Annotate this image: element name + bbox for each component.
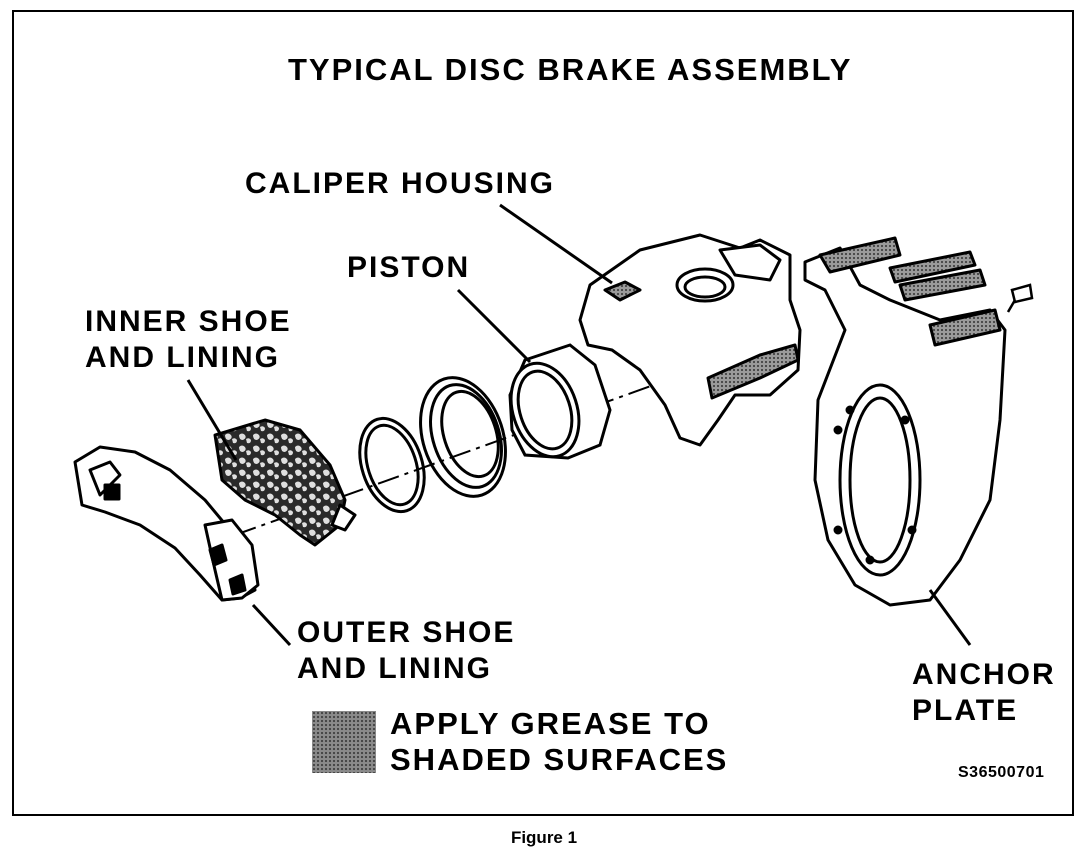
inner-shoe bbox=[213, 418, 357, 547]
leader-anchor bbox=[928, 589, 972, 646]
outer-shoe bbox=[73, 445, 260, 602]
label-anchor-plate-line2: PLATE bbox=[912, 694, 1019, 727]
label-outer-shoe-line1: OUTER SHOE bbox=[297, 616, 516, 649]
figure-frame bbox=[12, 10, 1074, 816]
piston-seal bbox=[358, 416, 426, 514]
leader-inner-shoe bbox=[186, 379, 238, 461]
label-inner-shoe: INNER SHOE AND LINING bbox=[85, 304, 292, 376]
bolt bbox=[1006, 283, 1034, 313]
grease-legend-swatch bbox=[312, 711, 376, 773]
figure-code: S36500701 bbox=[958, 764, 1045, 781]
grease-legend-text: APPLY GREASE TO SHADED SURFACES bbox=[390, 706, 728, 778]
piston-part bbox=[508, 343, 612, 460]
figure-caption: Figure 1 bbox=[510, 828, 578, 847]
label-caliper-housing: CALIPER HOUSING bbox=[245, 167, 556, 200]
label-inner-shoe-line2: AND LINING bbox=[85, 341, 280, 374]
leader-caliper bbox=[499, 203, 613, 285]
label-piston: PISTON bbox=[347, 251, 471, 284]
caliper-housing-part bbox=[578, 233, 802, 447]
label-anchor-plate: ANCHOR PLATE bbox=[912, 657, 1056, 729]
label-outer-shoe: OUTER SHOE AND LINING bbox=[297, 615, 515, 687]
leader-lines bbox=[186, 203, 972, 647]
grease-legend-line1: APPLY GREASE TO bbox=[390, 706, 711, 741]
anchor-plate-part bbox=[803, 236, 1007, 607]
leader-outer-shoe bbox=[251, 603, 292, 647]
label-anchor-plate-line1: ANCHOR bbox=[912, 658, 1056, 691]
diagram-title: TYPICAL DISC BRAKE ASSEMBLY bbox=[288, 52, 853, 87]
leader-piston bbox=[456, 288, 532, 364]
label-outer-shoe-line2: AND LINING bbox=[297, 652, 492, 685]
label-inner-shoe-line1: INNER SHOE bbox=[85, 305, 292, 338]
grease-legend-line2: SHADED SURFACES bbox=[390, 742, 729, 777]
dust-boot bbox=[419, 376, 507, 498]
